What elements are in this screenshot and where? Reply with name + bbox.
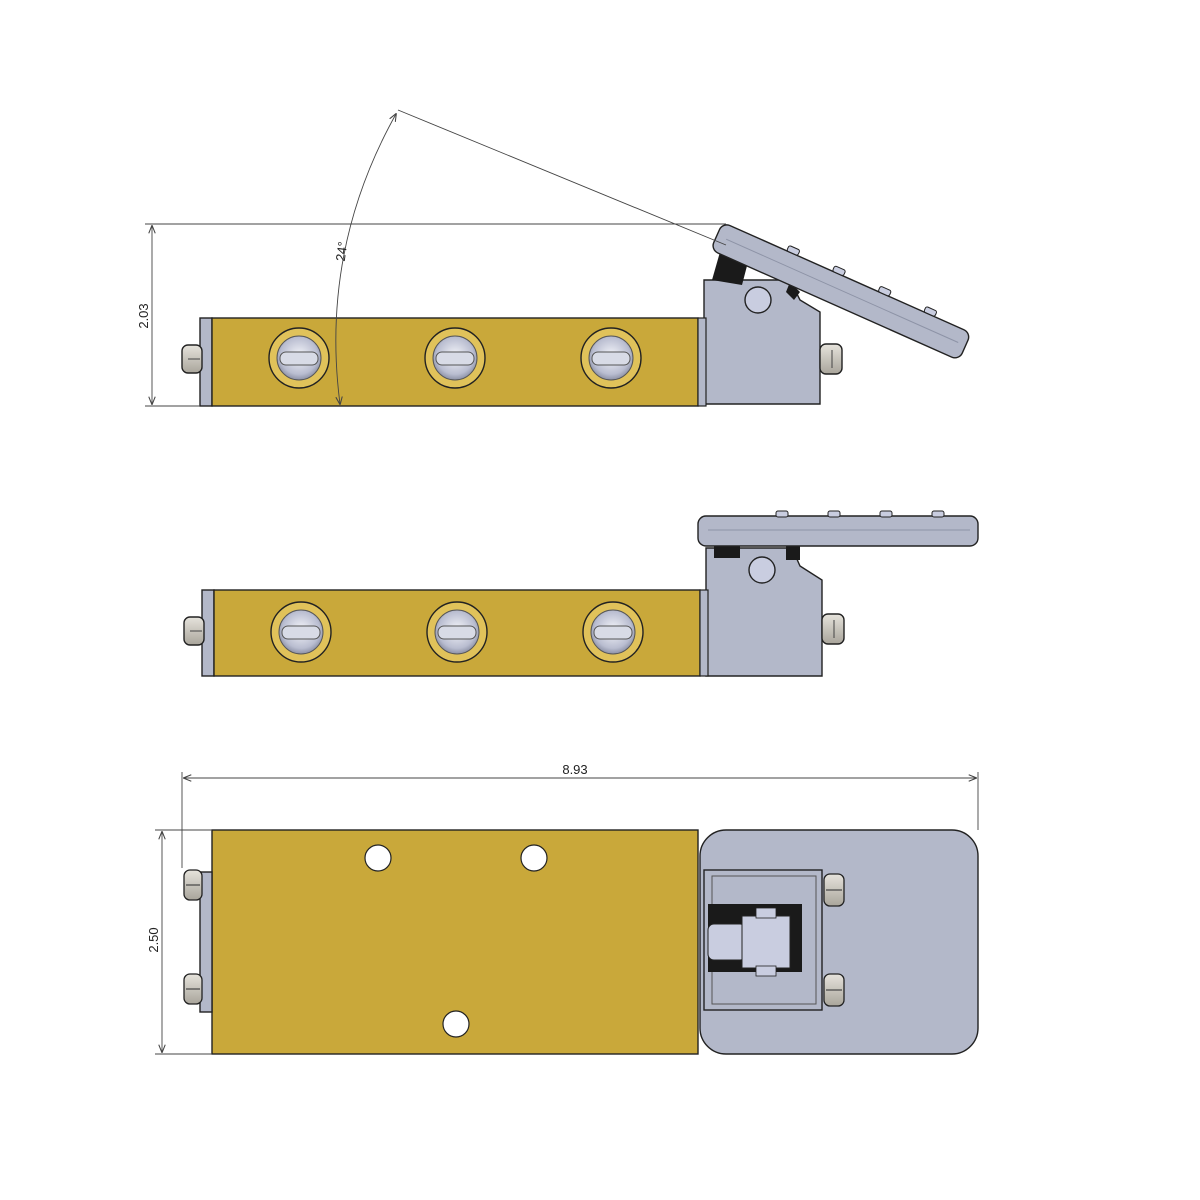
dim-height-open: 2.03 — [136, 303, 151, 328]
pivot-pin — [744, 286, 772, 314]
screw-left-top — [183, 869, 203, 901]
port-1 — [270, 601, 332, 663]
dim-length: 8.93 — [562, 762, 587, 777]
screw-right-bottom — [823, 973, 845, 1007]
dim-angle: 24° — [333, 241, 351, 263]
mounting-hole-1 — [364, 844, 392, 872]
right-knob — [819, 343, 843, 375]
side-view-open: 2.03 24° — [136, 109, 970, 407]
dim-width: 2.50 — [146, 927, 161, 952]
screw-left-bottom — [183, 973, 203, 1005]
plunger — [707, 923, 747, 961]
port-3 — [582, 601, 644, 663]
mounting-hole-3 — [442, 1010, 470, 1038]
pivot-pin — [748, 556, 776, 584]
left-end-cap — [199, 871, 213, 1013]
pedal-flat — [697, 510, 979, 547]
right-knob — [821, 613, 845, 645]
roller — [741, 915, 791, 969]
side-view-closed — [183, 510, 979, 677]
top-view: 8.93 2.50 — [146, 762, 979, 1055]
port-2 — [424, 327, 486, 389]
port-2 — [426, 601, 488, 663]
mounting-hole-2 — [520, 844, 548, 872]
port-1 — [268, 327, 330, 389]
screw-right-top — [823, 873, 845, 907]
pedal-tilted — [712, 224, 970, 359]
port-3 — [580, 327, 642, 389]
